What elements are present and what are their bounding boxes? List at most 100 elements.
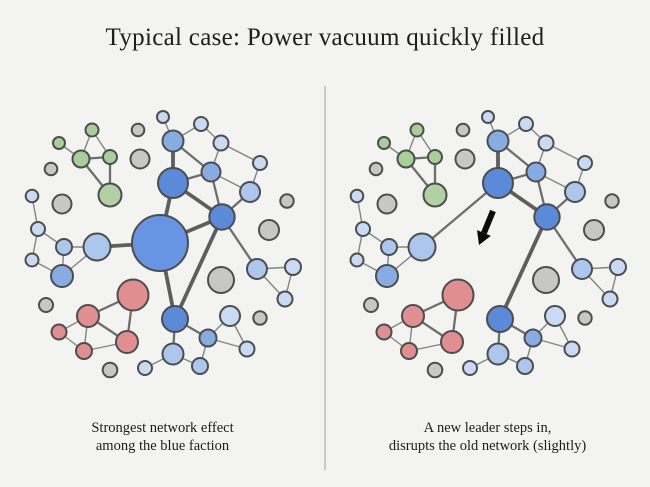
page-title: Typical case: Power vacuum quickly fille… [105, 24, 545, 51]
network-node-b16 [246, 258, 268, 280]
network-node-b5 [407, 232, 437, 262]
network-node-r3 [50, 323, 68, 341]
network-node-b17 [609, 258, 627, 276]
network-node-gr8 [577, 310, 593, 326]
network-node-gr2 [455, 122, 471, 138]
panel-before: Strongest network effect among the blue … [0, 85, 325, 487]
network-node-g4 [102, 149, 118, 165]
network-node-r4 [400, 342, 418, 360]
network-node-b17 [284, 258, 302, 276]
network-edge-b5-b12 [421, 182, 499, 248]
network-node-gr9 [583, 219, 605, 241]
network-node-gr10 [604, 193, 620, 209]
network-node-g4 [427, 149, 443, 165]
new-leader-arrow-icon [477, 209, 496, 245]
network-node-gr5 [363, 297, 379, 313]
network-node-r3 [375, 323, 393, 341]
network-node-gr7 [532, 266, 560, 294]
network-node-b22 [238, 340, 256, 358]
network-node-gr5 [38, 297, 54, 313]
network-node-g1 [52, 136, 66, 150]
network-node-b15 [533, 203, 561, 231]
network-node-b13 [200, 161, 222, 183]
panel-after: A new leader steps in, disrupts the old … [325, 85, 650, 487]
network-node-b11 [252, 155, 268, 171]
network-node-b1 [24, 188, 40, 204]
network-node-gr9 [258, 219, 280, 241]
network-node-gr4 [376, 193, 398, 215]
caption-before-line2: among the blue faction [95, 438, 230, 454]
network-edge-b19-b15 [498, 216, 549, 320]
network-node-b14 [564, 181, 586, 203]
network-node-b7 [156, 110, 170, 124]
network-node-b4 [380, 238, 398, 256]
network-node-r4 [75, 342, 93, 360]
network-node-g5 [97, 182, 123, 208]
network-node-b19 [161, 305, 189, 333]
network-node-b20 [198, 328, 218, 348]
network-node-gr6 [101, 361, 119, 379]
network-node-gr8 [252, 310, 268, 326]
network-node-b2 [30, 221, 46, 237]
network-node-b11 [577, 155, 593, 171]
network-node-b8 [486, 129, 510, 153]
network-node-gr3 [129, 148, 151, 170]
caption-before-line1: Strongest network effect [91, 420, 234, 436]
network-node-b1 [349, 188, 365, 204]
network-node-b23 [486, 342, 510, 366]
network-node-g5 [422, 182, 448, 208]
network-node-gr3 [454, 148, 476, 170]
network-node-r5 [440, 330, 464, 354]
network-node-b6 [50, 264, 74, 288]
network-node-b21 [544, 305, 566, 327]
caption-before: Strongest network effect among the blue … [0, 419, 325, 455]
network-node-b24 [516, 357, 534, 375]
network-node-b25 [137, 360, 153, 376]
network-node-b21 [219, 305, 241, 327]
caption-after-line2: disrupts the old network (slightly) [388, 438, 587, 454]
network-node-b12 [157, 167, 189, 199]
network-node-g1 [377, 136, 391, 150]
network-node-b3 [349, 252, 365, 268]
network-node-gr6 [426, 361, 444, 379]
network-node-r2 [401, 304, 425, 328]
network-node-b6 [375, 264, 399, 288]
network-node-b16 [571, 258, 593, 280]
network-node-b22 [563, 340, 581, 358]
network-node-r1 [116, 278, 150, 312]
network-node-b10 [537, 134, 555, 152]
network-node-b7 [481, 110, 495, 124]
network-node-b12 [482, 167, 514, 199]
network-node-b2 [355, 221, 371, 237]
network-node-B [131, 214, 189, 272]
network-node-b9 [518, 116, 534, 132]
network-node-b19 [486, 305, 514, 333]
network-node-b13 [525, 161, 547, 183]
caption-after-line1: A new leader steps in, [423, 420, 552, 436]
network-node-g3 [396, 149, 416, 169]
network-node-b8 [161, 129, 185, 153]
network-before-canvas [24, 110, 302, 379]
network-after-canvas [349, 110, 627, 379]
network-node-b4 [55, 238, 73, 256]
network-edge-b19-b15 [173, 216, 224, 320]
network-node-b25 [462, 360, 478, 376]
network-node-b24 [191, 357, 209, 375]
network-node-b20 [523, 328, 543, 348]
network-node-r2 [76, 304, 100, 328]
network-node-r1 [441, 278, 475, 312]
network-node-b9 [193, 116, 209, 132]
network-node-b3 [24, 252, 40, 268]
network-node-b10 [212, 134, 230, 152]
network-node-b5 [82, 232, 112, 262]
network-node-b14 [239, 181, 261, 203]
network-node-b18 [601, 290, 619, 308]
network-node-g2 [409, 122, 425, 138]
network-node-gr4 [51, 193, 73, 215]
caption-after: A new leader steps in, disrupts the old … [325, 419, 650, 455]
network-node-b18 [276, 290, 294, 308]
network-node-b23 [161, 342, 185, 366]
network-node-gr10 [279, 193, 295, 209]
network-node-g2 [84, 122, 100, 138]
network-node-gr2 [130, 122, 146, 138]
